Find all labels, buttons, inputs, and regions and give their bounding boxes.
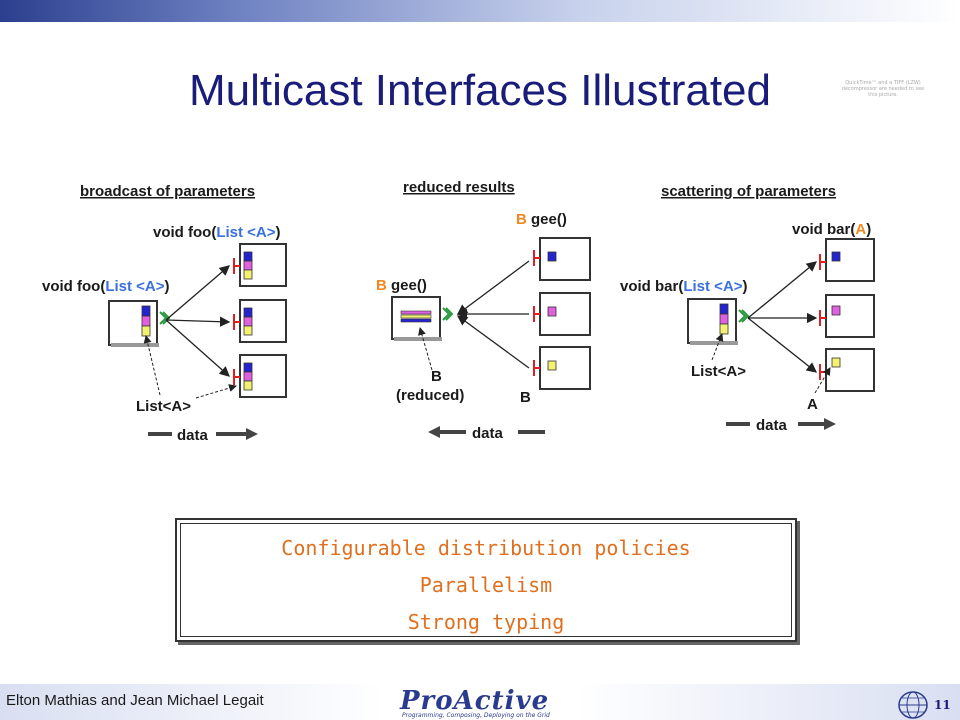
broadcast-server-3 (233, 354, 287, 398)
reduced-server-1 (533, 237, 591, 281)
broadcast-heading: broadcast of parameters (80, 183, 255, 200)
footer-bar (0, 684, 960, 720)
reduced-server-signature: B gee() (516, 211, 567, 228)
reduced-multicast-interface-icon (442, 307, 454, 321)
scatter-list-label: List<A> (691, 363, 746, 380)
broadcast-server-2 (233, 299, 287, 343)
page-number: 11 (934, 698, 951, 712)
scatter-multicast-interface-icon (738, 309, 750, 323)
reduced-data-label: data (472, 425, 504, 442)
scatter-server-2 (819, 294, 875, 338)
quicktime-placeholder-notice: QuickTime™ and a TIFF (LZW) decompressor… (841, 80, 925, 98)
globe-icon (898, 691, 928, 719)
reduced-reduced-label: (reduced) (396, 387, 464, 404)
highlight-item-distribution: Configurable distribution policies (281, 536, 691, 560)
scatter-heading: scattering of parameters (661, 183, 836, 200)
broadcast-diagram: broadcast of parameters void foo(List <A… (42, 183, 287, 444)
broadcast-data-label: data (177, 427, 209, 444)
proactive-logo: ProActive (400, 686, 550, 716)
broadcast-server-1 (233, 243, 287, 287)
reduced-b-label: B (431, 368, 442, 385)
reduced-server-2 (533, 292, 591, 336)
broadcast-list-label: List<A> (136, 398, 191, 415)
broadcast-client-signature: void foo(List <A>) (42, 278, 170, 295)
scatter-server-1 (819, 238, 875, 282)
scatter-client-signature: void bar(List <A>) (620, 278, 748, 295)
multicast-diagrams: broadcast of parameters void foo(List <A… (42, 179, 875, 444)
scatter-client-component (687, 298, 737, 344)
slide-title: Multicast Interfaces Illustrated (188, 66, 771, 115)
highlight-item-parallelism: Parallelism (419, 573, 553, 597)
scatter-element-label: A (807, 396, 818, 413)
reduced-result-label: B (520, 389, 531, 406)
scatter-server-signature: void bar(A) (792, 221, 871, 238)
scatter-data-label: data (756, 417, 788, 434)
highlight-item-typing: Strong typing (407, 610, 565, 634)
scatter-server-3 (819, 348, 875, 392)
reduced-client-signature: B gee() (376, 277, 427, 294)
highlights-box: Configurable distribution policies Paral… (175, 518, 797, 642)
broadcast-server-signature: void foo(List <A>) (153, 224, 281, 241)
scatter-diagram: scattering of parameters void bar(A) voi… (620, 183, 875, 434)
footer-author: Elton Mathias and Jean Michael Legait (6, 692, 264, 709)
reduced-heading: reduced results (403, 179, 515, 196)
top-gradient-bar (0, 0, 960, 22)
highlights-list: Configurable distribution policies Paral… (180, 523, 792, 637)
reduced-diagram: reduced results B gee() B gee() (376, 179, 591, 442)
proactive-tagline: Programming, Composing, Deploying on the… (402, 712, 550, 719)
reduced-server-3 (533, 346, 591, 390)
